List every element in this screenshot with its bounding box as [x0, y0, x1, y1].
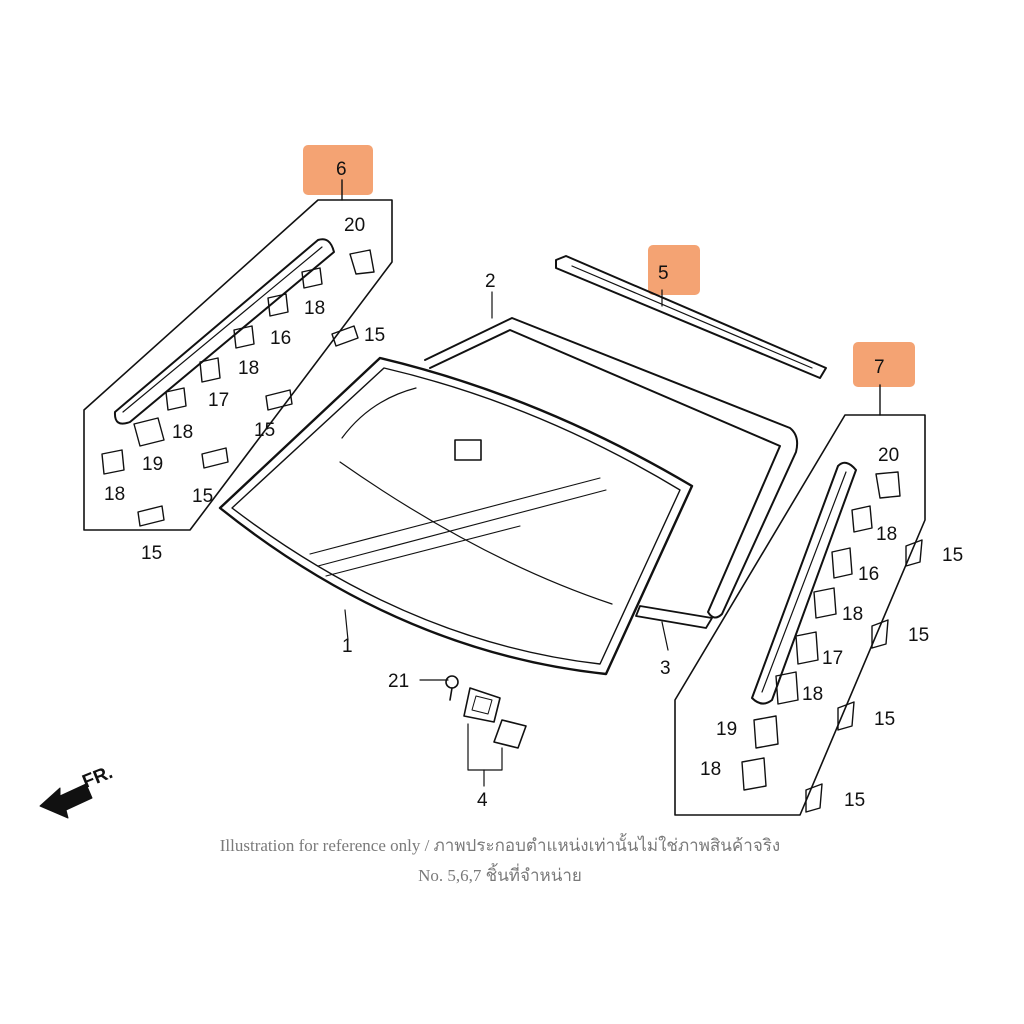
sensor-mount [454, 439, 482, 461]
left-clip-set [101, 249, 375, 527]
label-18-left-4: 18 [104, 484, 125, 505]
label-19-right: 19 [716, 719, 737, 740]
lower-seal [635, 605, 713, 629]
right-group-panel [674, 414, 926, 816]
label-18-right-3: 18 [802, 684, 823, 705]
clip-4a [463, 687, 501, 723]
label-16-right: 16 [858, 564, 879, 585]
label-15-right-4: 15 [844, 790, 865, 811]
label-1: 1 [342, 636, 353, 657]
label-6: 6 [336, 159, 347, 180]
front-arrow-icon [39, 783, 93, 819]
highlight-6 [303, 145, 373, 195]
label-15-left-1: 15 [364, 325, 385, 346]
roof-molding [555, 255, 827, 379]
label-15-left-4: 15 [141, 543, 162, 564]
caption-line-2: No. 5,6,7 ชิ้นที่จำหน่าย [418, 866, 582, 885]
label-19-left: 19 [142, 454, 163, 475]
label-20-right: 20 [878, 445, 899, 466]
label-3: 3 [660, 658, 671, 679]
label-2: 2 [485, 271, 496, 292]
label-18-left-2: 18 [238, 358, 259, 379]
front-label: FR. [80, 762, 116, 793]
label-7: 7 [874, 357, 885, 378]
label-20-left: 20 [344, 215, 365, 236]
highlight-7 [853, 342, 915, 387]
label-18-left-3: 18 [172, 422, 193, 443]
caption-line-1: Illustration for reference only / ภาพประ… [219, 836, 781, 855]
clip-4b [493, 719, 527, 749]
label-15-left-3: 15 [192, 486, 213, 507]
right-clip-set [741, 471, 923, 813]
label-17-left: 17 [208, 390, 229, 411]
right-pillar-molding [751, 461, 857, 705]
bolt-21 [445, 675, 459, 689]
label-15-right-1: 15 [942, 545, 963, 566]
label-16-left: 16 [270, 328, 291, 349]
label-15-left-2: 15 [254, 420, 275, 441]
label-17-right: 17 [822, 648, 843, 669]
label-18-right-1: 18 [876, 524, 897, 545]
label-15-right-2: 15 [908, 625, 929, 646]
dam-rubber [424, 317, 799, 619]
label-18-right-2: 18 [842, 604, 863, 625]
windshield-glass [218, 356, 694, 676]
label-18-right-4: 18 [700, 759, 721, 780]
label-15-right-3: 15 [874, 709, 895, 730]
label-18-left-1: 18 [304, 298, 325, 319]
highlight-5 [648, 245, 700, 295]
label-5: 5 [658, 263, 669, 284]
label-4: 4 [477, 790, 488, 811]
label-21: 21 [388, 671, 409, 692]
left-group-panel [83, 199, 393, 531]
left-pillar-molding [113, 238, 335, 425]
